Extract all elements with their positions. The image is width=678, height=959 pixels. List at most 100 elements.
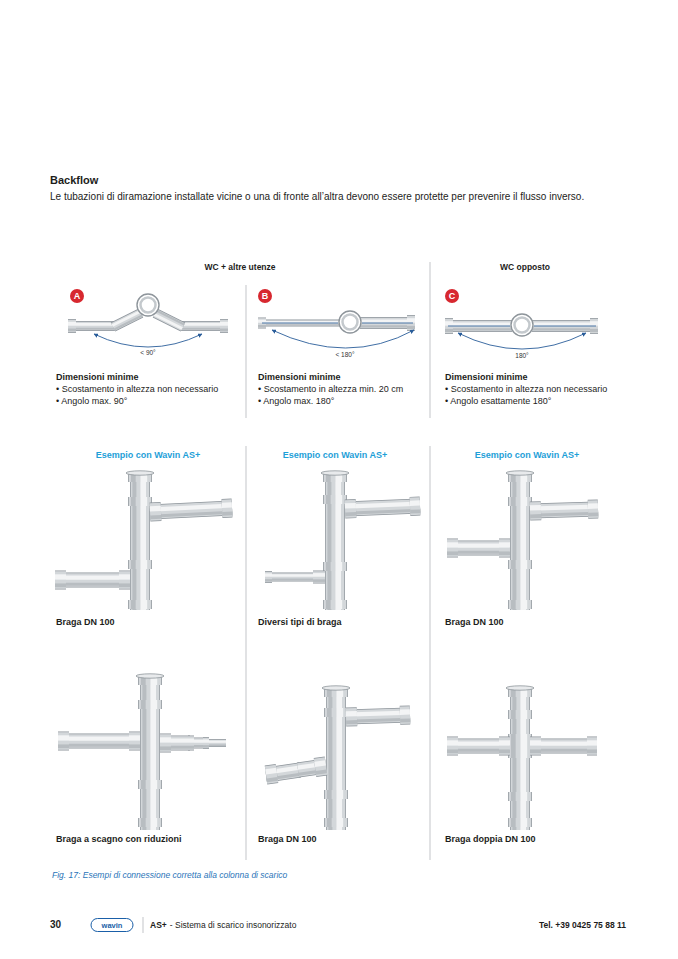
pipe-segment bbox=[265, 572, 272, 583]
pipe-segment bbox=[141, 818, 146, 827]
pipe-segment bbox=[160, 734, 171, 752]
pipe-segment bbox=[55, 574, 66, 579]
pipe-end bbox=[506, 686, 534, 690]
pipe-segment bbox=[55, 583, 66, 587]
pipe-segment bbox=[400, 706, 410, 725]
pipe-segment bbox=[267, 779, 278, 781]
pipe-segment bbox=[400, 706, 410, 724]
pipe-segment bbox=[445, 321, 453, 325]
pipe-segment bbox=[499, 740, 510, 745]
pipe-segment bbox=[336, 818, 343, 827]
pipe-segment bbox=[58, 744, 69, 748]
pipe-segment bbox=[327, 790, 332, 799]
pipe-segment bbox=[139, 780, 162, 789]
pipe-segment bbox=[129, 560, 152, 569]
spec-item: • Scostamento in altezza min. 20 cm bbox=[258, 384, 403, 395]
pipe-segment bbox=[220, 329, 228, 332]
spec-heading: Dimensioni minime bbox=[56, 372, 139, 383]
pipe-segment bbox=[55, 571, 66, 589]
pipe-segment bbox=[511, 560, 516, 569]
pipe-segment bbox=[258, 320, 266, 323]
pipe-segment bbox=[335, 562, 342, 571]
pipe-segment bbox=[590, 329, 598, 332]
fitting-name: Braga DN 100 bbox=[258, 834, 317, 845]
pipe-segment bbox=[150, 506, 161, 512]
pipe-segment bbox=[511, 688, 530, 830]
pipe-segment bbox=[68, 321, 116, 331]
pipe-segment bbox=[324, 562, 347, 571]
pipe-segment bbox=[445, 328, 512, 330]
pipe-segment bbox=[447, 541, 510, 556]
pipe-segment bbox=[265, 573, 272, 576]
pipe-segment bbox=[410, 497, 420, 515]
pipe-segment bbox=[511, 734, 516, 758]
pipe-segment bbox=[316, 771, 327, 773]
pipe-segment bbox=[154, 314, 182, 328]
pipe-segment bbox=[325, 473, 345, 610]
pipe-segment bbox=[265, 574, 325, 577]
pipe-segment bbox=[220, 322, 228, 326]
pipe-segment bbox=[160, 737, 171, 742]
pipe-segment bbox=[265, 571, 272, 583]
pipe-segment bbox=[258, 325, 266, 327]
pipe-segment bbox=[345, 510, 420, 513]
pipe-segment bbox=[447, 741, 510, 745]
pipe-segment bbox=[410, 500, 420, 506]
pipe-segment bbox=[150, 506, 232, 510]
pipe-segment bbox=[188, 736, 194, 751]
pipe-segment bbox=[140, 600, 147, 609]
pipe-segment bbox=[55, 583, 130, 586]
column-separator bbox=[246, 285, 247, 418]
pipe-segment bbox=[587, 740, 597, 745]
callout-letter: B bbox=[262, 292, 269, 301]
pipe-segment bbox=[119, 571, 130, 589]
callout-letter: C bbox=[449, 292, 456, 301]
pipe-segment bbox=[160, 736, 190, 750]
pipe-segment bbox=[258, 321, 340, 323]
pipe-segment bbox=[180, 321, 228, 331]
pipe-segment bbox=[150, 818, 157, 827]
pipe-segment bbox=[222, 502, 232, 508]
pipe-segment bbox=[335, 495, 342, 504]
pipe-segment bbox=[265, 573, 325, 582]
pipe-segment bbox=[138, 780, 162, 789]
page-number: 30 bbox=[50, 919, 61, 931]
axis-line bbox=[262, 323, 338, 324]
phone-number: Tel. +39 0425 75 88 11 bbox=[539, 920, 626, 930]
pipe-segment bbox=[508, 710, 532, 719]
column-separator bbox=[143, 917, 144, 933]
pipe-segment bbox=[345, 503, 356, 509]
pipe-segment bbox=[58, 736, 140, 740]
pipe-segment bbox=[113, 313, 141, 327]
pipe-segment bbox=[588, 500, 598, 519]
pipe-segment bbox=[512, 473, 516, 610]
pipe-segment bbox=[530, 514, 541, 518]
stack-section bbox=[343, 315, 358, 330]
pipe-segment bbox=[130, 473, 150, 610]
pipe-segment bbox=[68, 322, 116, 331]
body-text: Le tubazioni di diramazione installate v… bbox=[50, 191, 665, 203]
pipe-segment bbox=[511, 600, 516, 609]
pipe-segment bbox=[58, 734, 140, 748]
pipe-segment bbox=[511, 473, 530, 610]
pipe-segment bbox=[129, 732, 140, 750]
pipe-segment bbox=[346, 708, 357, 726]
pipe-segment bbox=[520, 688, 526, 830]
pipe-segment bbox=[222, 499, 232, 519]
column-heading: WC opposto bbox=[500, 262, 550, 272]
pipe-segment bbox=[326, 495, 331, 504]
column-separator bbox=[430, 446, 431, 860]
figure-caption: Fig. 17: Esempi di connessione corretta … bbox=[52, 870, 287, 880]
pipe-segment bbox=[410, 497, 420, 516]
pipe-segment bbox=[532, 320, 598, 332]
pipe-segment bbox=[129, 600, 152, 609]
pipe-segment bbox=[360, 318, 415, 329]
pipe-segment bbox=[160, 746, 171, 750]
pipe-segment bbox=[327, 688, 346, 830]
pipe-segment bbox=[336, 688, 342, 830]
pipe-segment bbox=[58, 735, 69, 740]
pipe-segment bbox=[128, 600, 152, 609]
pipe-segment bbox=[360, 325, 415, 327]
pipe-segment bbox=[327, 708, 332, 717]
